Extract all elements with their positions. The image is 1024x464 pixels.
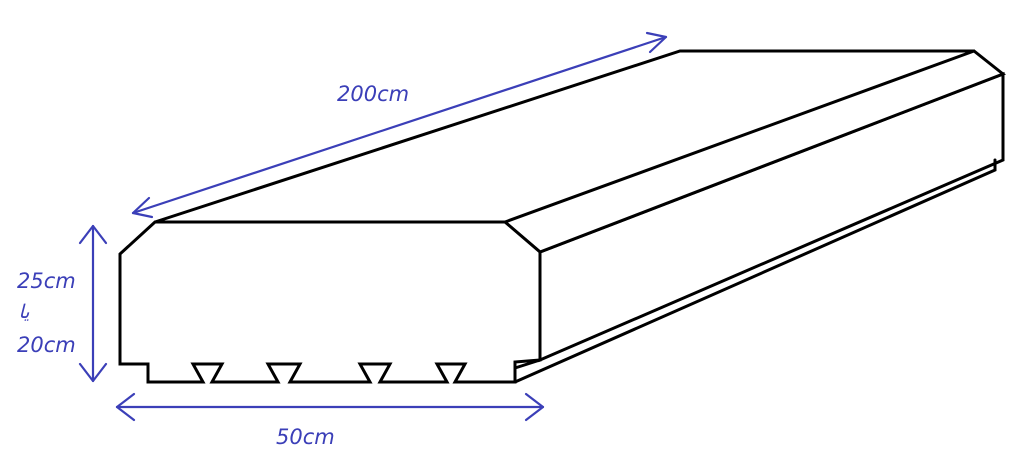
length-dimension-arrow bbox=[131, 31, 668, 219]
block-front-section bbox=[118, 220, 542, 384]
height-label-25: 25cm bbox=[17, 269, 76, 293]
width-label: 50cm bbox=[276, 425, 335, 449]
height-label-20: 20cm bbox=[17, 333, 76, 357]
height-dimension-arrow bbox=[78, 224, 108, 383]
width-dimension-arrow bbox=[115, 392, 545, 422]
length-label: 200cm bbox=[337, 82, 409, 106]
top-ridge-line bbox=[503, 49, 976, 224]
height-label-or: یا bbox=[18, 301, 30, 323]
